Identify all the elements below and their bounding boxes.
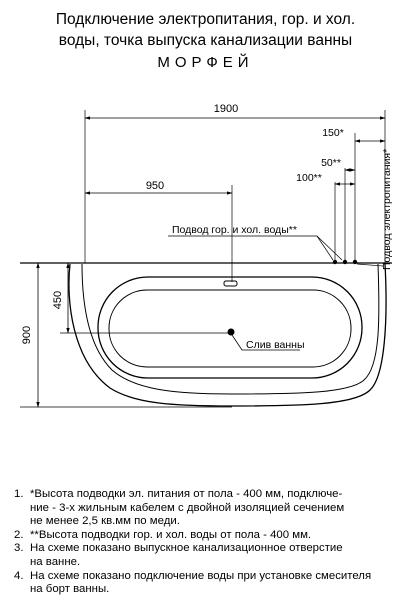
overflow-icon	[223, 280, 238, 287]
water-supply-leader	[168, 235, 334, 261]
note-number: 1.	[14, 488, 24, 500]
dim-900-label: 900	[21, 326, 33, 344]
title-line-2: воды, точка выпуска канализации ванны	[58, 32, 353, 49]
drain-leader	[231, 334, 300, 351]
note-item: 1. *Высота подводки эл. питания от пола …	[14, 488, 404, 529]
note-line: *Высота подводки эл. питания от пола - 4…	[30, 488, 343, 500]
title-line-1: Подключение электропитания, гор. и хол.	[55, 11, 356, 28]
bath-basin-outer	[97, 276, 363, 379]
dim-1900-label: 1900	[214, 103, 238, 115]
note-line: на ванне.	[30, 555, 81, 568]
bath-rim	[81, 263, 380, 395]
power-supply-leader	[356, 263, 384, 267]
power-connection-icon	[352, 259, 358, 265]
note-item: 3. На схеме показано выпускное канализац…	[14, 542, 404, 569]
note-line: ние - 3-х жильным кабелем с двойной изол…	[30, 501, 345, 514]
bath-outer-contour	[68, 263, 387, 407]
note-line: **Высота подводки гор. и хол. воды от по…	[30, 528, 312, 541]
water-supply-leader-2	[316, 235, 343, 261]
bath-basin-inner	[108, 289, 352, 368]
note-line: не менее 2,5 кв.мм по меди.	[30, 515, 180, 528]
note-number: 3.	[14, 542, 24, 555]
note-number: 4.	[14, 569, 24, 582]
dim-150-label: 150*	[322, 127, 344, 139]
drain-icon	[227, 328, 235, 336]
note-line: На схеме показано подключение воды при у…	[30, 569, 372, 582]
dim-950-label: 950	[146, 180, 164, 192]
power-supply-label: Подвод электропитания*	[381, 149, 393, 270]
water-supply-label: Подвод гор. и хол. воды**	[172, 224, 297, 236]
note-item: 4. На схеме показано подключение воды пр…	[14, 570, 404, 597]
note-number: 2.	[14, 528, 24, 541]
note-line: на борт ванны.	[30, 583, 110, 596]
dim-50-label: 50**	[321, 157, 341, 169]
notes-list: 1. *Высота подводки эл. питания от пола …	[14, 488, 404, 597]
note-line: На схеме показано выпускное канализацион…	[30, 542, 343, 555]
note-item: 2. **Высота подводки гор. и хол. воды от…	[14, 529, 404, 543]
dim-450-label: 450	[52, 291, 64, 309]
dim-100-label: 100**	[296, 172, 322, 184]
water-connection-icon	[342, 259, 348, 265]
drain-label: Слив ванны	[246, 339, 305, 351]
water-connection-icon	[332, 259, 338, 265]
model-name: МОРФЕЙ	[157, 54, 254, 71]
